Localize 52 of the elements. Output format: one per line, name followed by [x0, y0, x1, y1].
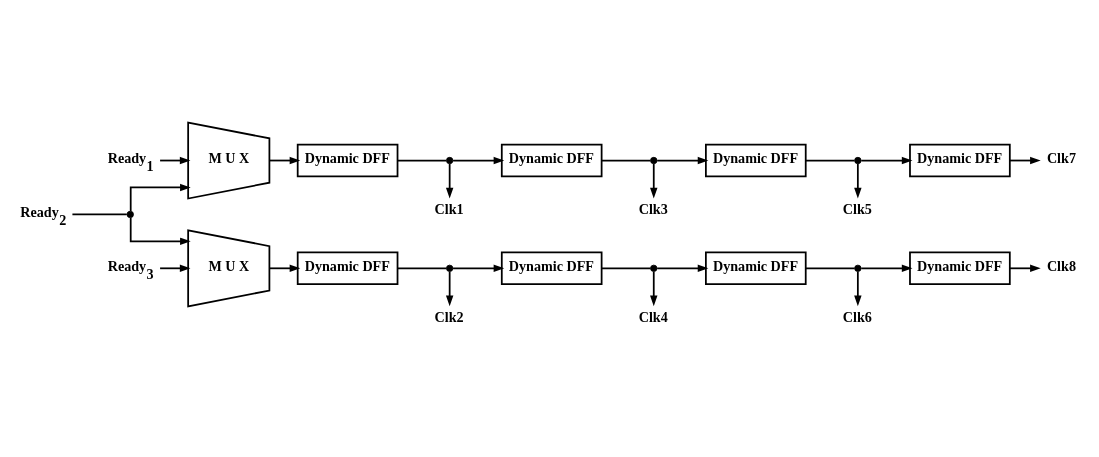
- arrow: [268, 264, 301, 272]
- node-box: Dynamic DFF: [500, 143, 603, 177]
- node-box: Dynamic DFF: [296, 251, 399, 285]
- arrow: [650, 162, 658, 198]
- arrow: [854, 162, 862, 198]
- connector: [396, 159, 448, 161]
- node-text: Clk4: [638, 308, 668, 325]
- node-circle: [446, 156, 454, 164]
- arrow: [268, 156, 301, 164]
- arrow: [860, 156, 913, 164]
- connector: [805, 266, 856, 269]
- connector: [600, 266, 652, 269]
- node-text: Clk7: [1046, 149, 1076, 166]
- node-circle: [854, 156, 862, 164]
- node-text: Clk8: [1046, 257, 1076, 274]
- arrow: [650, 270, 658, 306]
- node-box: Dynamic DFF: [909, 251, 1011, 285]
- arrow: [129, 216, 191, 245]
- arrow: [452, 264, 505, 272]
- node-text: Clk2: [434, 308, 464, 325]
- arrow: [854, 270, 862, 306]
- node-circle: [650, 156, 658, 164]
- arrow: [445, 162, 454, 198]
- node-box: Dynamic DFF: [705, 143, 807, 177]
- connector: [805, 159, 856, 161]
- node-text: Clk5: [842, 200, 872, 217]
- arrow: [656, 264, 709, 272]
- arrow: [1009, 264, 1041, 272]
- node-circle: [126, 210, 134, 218]
- node-circle: [446, 264, 454, 272]
- connector: [396, 266, 448, 269]
- node-box: Dynamic DFF: [909, 143, 1011, 177]
- node-circle: [650, 264, 658, 272]
- node-box: Dynamic DFF: [296, 143, 399, 177]
- arrow: [159, 156, 191, 164]
- node-text: Clk1: [434, 200, 464, 217]
- arrow: [159, 264, 191, 272]
- node-text: Clk6: [842, 308, 872, 325]
- arrow: [1009, 156, 1041, 164]
- arrow: [445, 270, 454, 306]
- node-text: Clk3: [638, 200, 668, 217]
- node-circle: [854, 264, 862, 272]
- node-box: M U X: [187, 120, 271, 200]
- connector: [600, 159, 652, 161]
- node-box: Dynamic DFF: [500, 251, 603, 285]
- node-box: M U X: [187, 228, 271, 307]
- arrow: [860, 264, 913, 272]
- connector: [71, 213, 128, 215]
- node-box: Dynamic DFF: [705, 251, 807, 285]
- arrow: [129, 183, 191, 212]
- arrow: [656, 156, 709, 164]
- arrow: [452, 156, 505, 164]
